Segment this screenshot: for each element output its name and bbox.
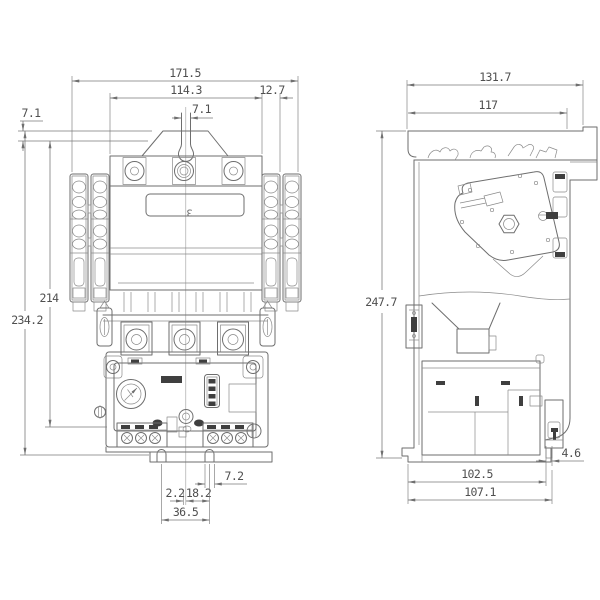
test-button: [178, 409, 194, 424]
top-rail-channel: [407, 126, 598, 181]
dim-center-offset: 2.2: [166, 486, 185, 500]
dim-aux-width: 12.7: [259, 83, 285, 97]
foot-slot-right: [204, 449, 215, 463]
mounting-base: [105, 446, 273, 463]
rail-stop-foot: [544, 399, 564, 459]
dim-slot-center-offset: 18.2: [186, 486, 211, 500]
dim-body-width: 114.3: [170, 83, 202, 97]
dim-mounting-height: 214: [40, 291, 60, 305]
side-base: [401, 444, 552, 463]
coil-funnel: [418, 291, 571, 354]
dim-top-slot: 7.1: [192, 102, 212, 116]
mounting-ear-left: [96, 300, 113, 347]
aux-column: [261, 173, 281, 312]
shaft-nut: [498, 214, 520, 234]
contactor-body: 3: [109, 185, 263, 291]
lower-terminal-row: [120, 321, 249, 356]
aux-terminal-columns: [69, 173, 302, 312]
dim-bracket-offset: 7.1: [22, 106, 42, 120]
wire-clip-profile: [427, 147, 459, 161]
arc-chute-fins: [102, 292, 269, 322]
dim-base-depth-overall: 107.1: [464, 485, 496, 499]
wire-clip-profile: [469, 145, 496, 159]
dim-foot-slot-width: 7.2: [225, 469, 244, 483]
dim-overall-height: 234.2: [11, 313, 43, 327]
mounting-ear-right: [259, 300, 276, 347]
current-adjust-dial: [116, 379, 146, 409]
dim-base-depth-inner: 102.5: [461, 467, 493, 481]
rating-label-plate: [145, 193, 245, 217]
top-clip: [457, 182, 473, 196]
dim-clip-step: 4.6: [562, 446, 582, 460]
dim-side-overall-height: 247.7: [365, 295, 397, 309]
dim-overall-width: 171.5: [169, 66, 201, 80]
dim-overall-depth: 131.7: [479, 70, 511, 84]
relay-terminal-strip-left: [116, 422, 168, 448]
aux-column: [90, 173, 110, 312]
front-view: 3: [11, 66, 302, 524]
keyhole-mount: [94, 406, 106, 418]
relay-side-box: [421, 354, 545, 456]
overload-relay: [94, 351, 269, 448]
latch-profile: [535, 146, 558, 159]
top-bracket: [141, 112, 229, 162]
side-view: 131.7 117 247.7 4.6 102.5 107.1: [365, 70, 598, 504]
side-dimensions: 131.7 117 247.7 4.6 102.5 107.1: [365, 70, 584, 504]
foot-slot-left: [156, 449, 167, 463]
mechanism-plate: [454, 171, 560, 277]
rating-marking: 3: [186, 207, 192, 218]
dip-switch-block: [204, 374, 220, 408]
din-clip-left: [405, 304, 423, 349]
relay-terminal-strip-right: [202, 422, 254, 448]
aux-column: [69, 173, 89, 312]
dim-upper-depth: 117: [479, 98, 499, 112]
front-dimensions: 171.5 114.3 12.7 7.1 7.1 214 234.2: [11, 66, 299, 524]
din-clip-modules: [538, 171, 568, 259]
dim-slot-spacing: 36.5: [173, 505, 198, 519]
side-body-edges: [413, 159, 571, 446]
relay-label-strip: [161, 376, 182, 383]
aux-column: [282, 173, 302, 312]
lower-tongue: [492, 255, 544, 277]
wire-clip-profile: [507, 144, 534, 157]
spring-block: [483, 191, 504, 207]
